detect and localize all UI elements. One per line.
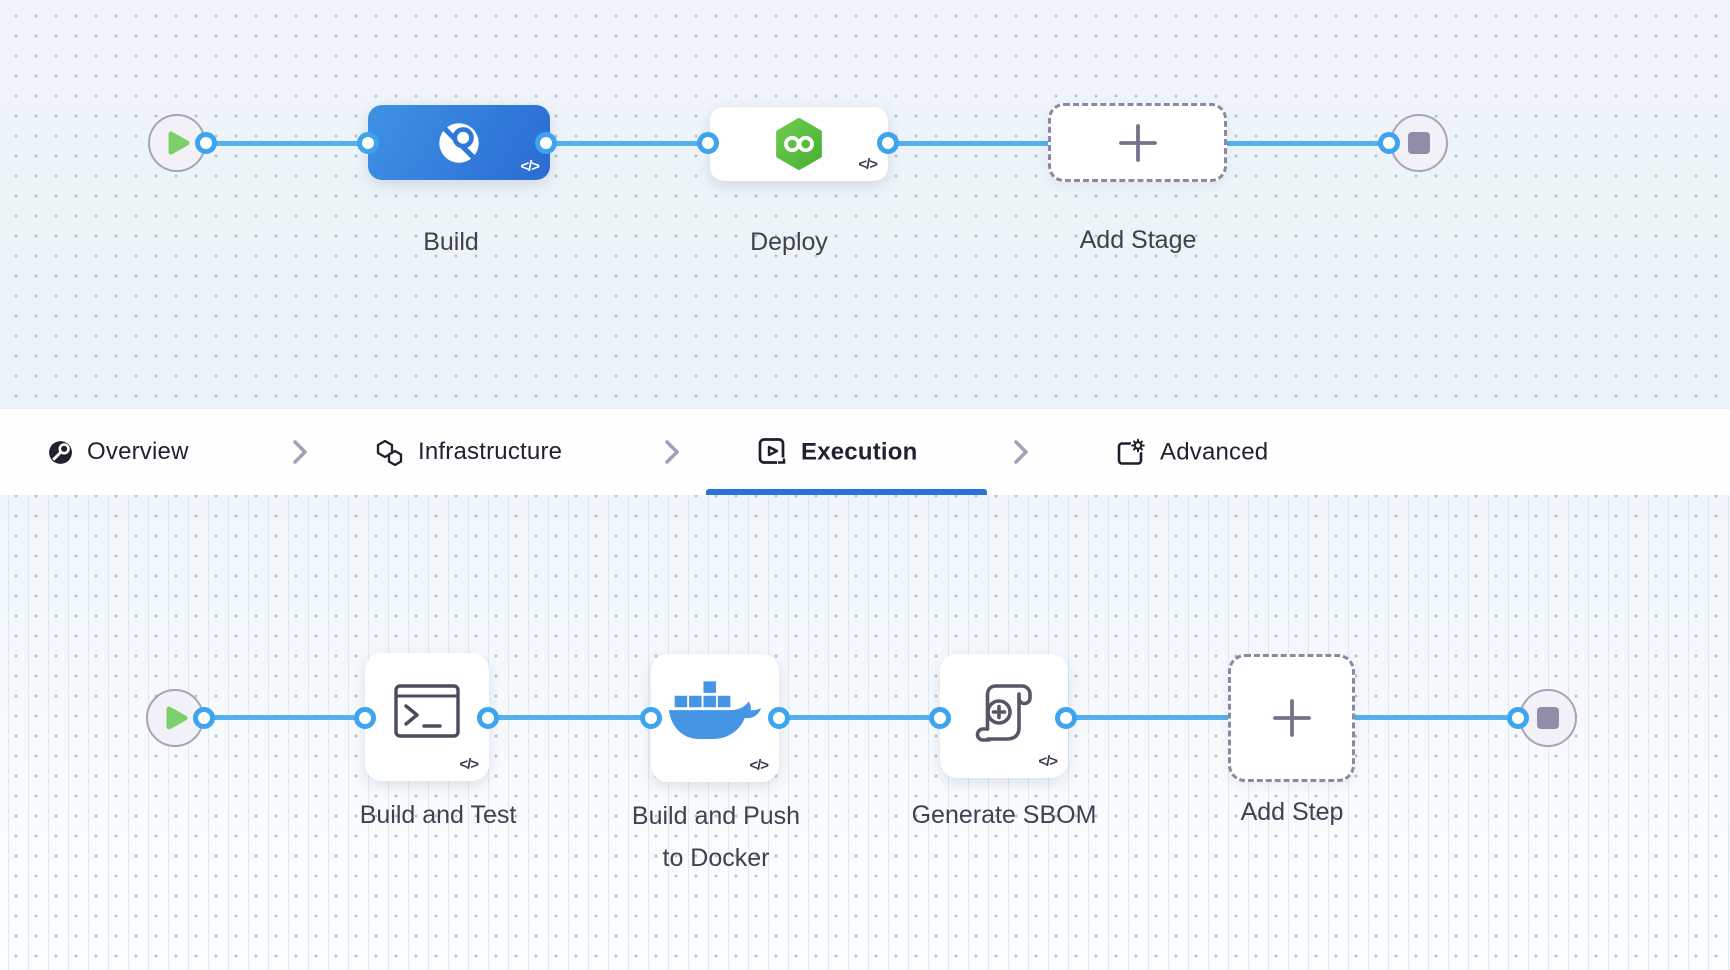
stage-template-badge: </> (520, 158, 540, 175)
stop-icon (1408, 132, 1430, 154)
play-icon (166, 706, 188, 730)
step-template-badge: </> (459, 756, 479, 773)
plus-icon (1118, 123, 1157, 162)
link-point[interactable] (697, 132, 719, 154)
ci-build-icon (439, 122, 479, 163)
infrastructure-tab-icon (376, 439, 403, 466)
link-point[interactable] (768, 707, 790, 729)
chevron-right-icon (665, 440, 679, 464)
stage-label-deploy: Deploy (750, 228, 828, 256)
link-point[interactable] (357, 132, 379, 154)
link-point[interactable] (1507, 707, 1529, 729)
tab-label: Overview (87, 438, 189, 465)
tab-label: Infrastructure (418, 438, 563, 465)
link-point[interactable] (193, 707, 215, 729)
docker-icon (668, 681, 762, 739)
step-label-generate-sbom: Generate SBOM (911, 801, 1097, 829)
link-point[interactable] (640, 707, 662, 729)
link-point[interactable] (1055, 707, 1077, 729)
execution-tab-icon (758, 438, 787, 467)
link-point[interactable] (354, 707, 376, 729)
tab-label: Execution (801, 438, 918, 465)
link-point[interactable] (535, 132, 557, 154)
tab-infrastructure[interactable]: Infrastructure (374, 438, 562, 466)
stop-icon (1537, 707, 1559, 729)
step-label-line2: to Docker (662, 844, 770, 872)
stage-config-tabbar: Overview Infrastructure Execution (0, 408, 1730, 495)
step-node-build-and-test[interactable]: </> (365, 653, 489, 781)
tab-label: Advanced (1160, 438, 1269, 465)
step-node-build-and-push-docker[interactable]: </> (651, 654, 779, 782)
stage-template-badge: </> (858, 156, 878, 173)
connector-line (779, 715, 940, 720)
execution-canvas[interactable]: </> </> (0, 495, 1730, 970)
run-step-icon (394, 684, 460, 738)
chevron-right-icon (1014, 440, 1028, 464)
tab-overview[interactable]: Overview (47, 438, 189, 466)
add-step-label: Add Step (1240, 798, 1344, 826)
chevron-right-icon (293, 440, 307, 464)
active-tab-underline (706, 489, 987, 495)
step-node-generate-sbom[interactable]: </> (940, 654, 1068, 778)
play-icon (168, 131, 190, 155)
connector-line (488, 715, 651, 720)
connector-line (206, 141, 368, 146)
add-stage-label: Add Stage (1079, 226, 1197, 254)
stage-node-build[interactable]: </> (368, 105, 550, 180)
step-template-badge: </> (749, 757, 769, 774)
pipeline-end-node (1390, 114, 1448, 172)
link-point[interactable] (477, 707, 499, 729)
link-point[interactable] (195, 132, 217, 154)
pipeline-start-node (148, 114, 206, 172)
sbom-scroll-icon (975, 684, 1032, 742)
step-template-badge: </> (1038, 753, 1058, 770)
overview-tab-icon (49, 440, 72, 464)
add-step-button[interactable] (1228, 654, 1355, 782)
tab-advanced[interactable]: Advanced (1116, 438, 1268, 467)
plus-icon (1272, 699, 1311, 737)
step-label-build-and-push: Build and Push to Docker (632, 802, 800, 873)
link-point[interactable] (929, 707, 951, 729)
stage-node-deploy[interactable]: </> (710, 107, 888, 181)
advanced-tab-icon (1117, 438, 1146, 465)
connector-line (204, 715, 365, 720)
tab-execution[interactable]: Execution (757, 437, 918, 468)
link-point[interactable] (877, 132, 899, 154)
link-point[interactable] (1378, 132, 1400, 154)
connector-line (546, 141, 708, 146)
stage-label-build: Build (423, 228, 479, 256)
stage-canvas[interactable]: </> </> (0, 0, 1730, 408)
step-label-line1: Build and Push (631, 802, 801, 830)
step-label-build-and-test: Build and Test (359, 801, 517, 829)
add-stage-button[interactable] (1048, 103, 1227, 182)
cd-deploy-icon (776, 118, 822, 170)
